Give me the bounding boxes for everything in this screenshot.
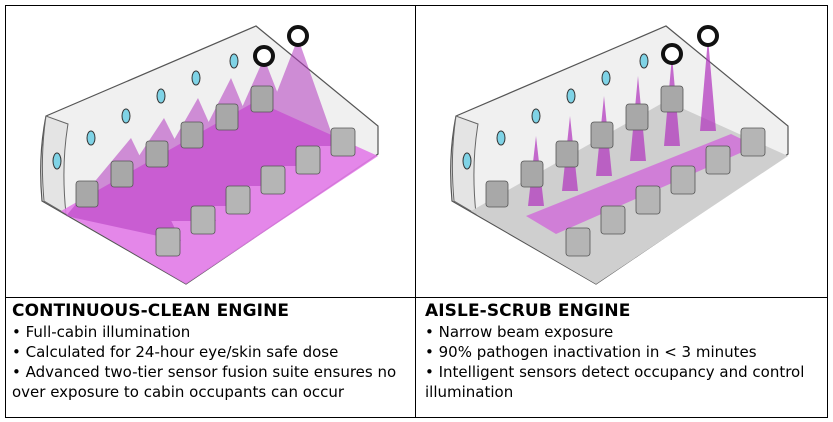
uv-aisle-glow [526, 134, 756, 234]
uv-lamp-icons [661, 25, 719, 65]
list-item: • Advanced two-tier sensor fusion suite … [12, 363, 397, 401]
continuous-clean-caption: CONTINUOUS-CLEAN ENGINE • Full-cabin ill… [12, 300, 412, 402]
aisle-scrub-title: AISLE-SCRUB ENGINE [425, 301, 631, 321]
continuous-clean-title: CONTINUOUS-CLEAN ENGINE [12, 301, 290, 321]
seats-front-row [155, 127, 356, 257]
table-frame [5, 5, 828, 418]
continuous-clean-bullets: • Full-cabin illumination • Calculated f… [12, 322, 412, 402]
seats-front-row [565, 127, 766, 257]
seats-back-row [75, 85, 274, 208]
seats-back-row [485, 85, 684, 208]
aisle-scrub-illustration [416, 6, 826, 297]
aisle-scrub-caption: AISLE-SCRUB ENGINE • Narrow beam exposur… [425, 300, 823, 402]
list-item: • Intelligent sensors detect occupancy a… [425, 363, 805, 401]
continuous-clean-illustration [6, 6, 415, 297]
list-item: • 90% pathogen inactivation in < 3 minut… [425, 343, 757, 361]
list-item: • Calculated for 24-hour eye/skin safe d… [12, 343, 339, 361]
column-divider [415, 5, 416, 417]
cabin-windows [52, 53, 239, 170]
cabin-aisle-illumination-svg [450, 25, 789, 285]
uv-lamp-icons [253, 25, 309, 67]
row-divider [5, 297, 827, 298]
aisle-scrub-bullets: • Narrow beam exposure • 90% pathogen in… [425, 322, 823, 402]
cabin-full-illumination-svg [40, 25, 379, 285]
cabin-windows [462, 53, 649, 170]
list-item: • Full-cabin illumination [12, 323, 191, 341]
list-item: • Narrow beam exposure [425, 323, 614, 341]
